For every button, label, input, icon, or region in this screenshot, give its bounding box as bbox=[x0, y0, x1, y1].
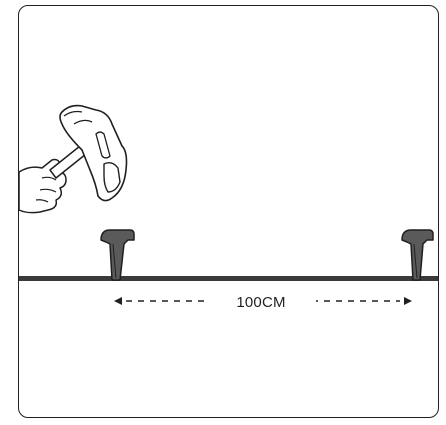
distance-label: 100CM bbox=[206, 294, 316, 312]
ground-line bbox=[19, 276, 438, 281]
ground-stake-right-icon bbox=[401, 229, 434, 281]
dimension-line-left bbox=[114, 297, 206, 305]
diagram-frame bbox=[18, 5, 439, 418]
ground-stake-left-icon bbox=[100, 229, 135, 281]
dimension-line-right bbox=[312, 297, 412, 305]
hammer-icon bbox=[49, 104, 128, 202]
